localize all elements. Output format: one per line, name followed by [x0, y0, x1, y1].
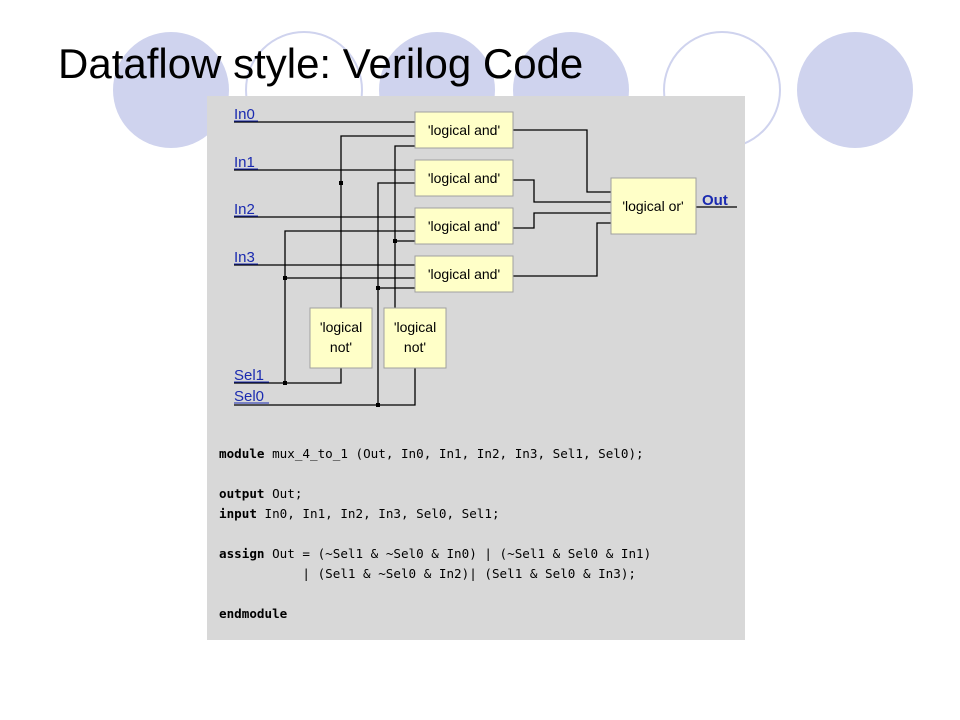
- mux-schematic: In0 In1 In2 In3 Sel1 Sel0 'logical and' …: [234, 106, 737, 407]
- wire-sel1: [234, 230, 415, 384]
- or-gate-label: 'logical or': [622, 198, 683, 214]
- code-line: endmodule: [219, 604, 651, 624]
- code-line: [219, 464, 651, 484]
- code-keyword: output: [219, 486, 265, 501]
- code-line: input In0, In1, In2, In3, Sel0, Sel1;: [219, 504, 651, 524]
- code-keyword: assign: [219, 546, 265, 561]
- code-text: In0, In1, In2, In3, Sel0, Sel1;: [256, 506, 500, 521]
- wire-sel0: [234, 182, 415, 406]
- wire-sel0-not: [378, 368, 416, 406]
- code-line: module mux_4_to_1 (Out, In0, In1, In2, I…: [219, 444, 651, 464]
- pin-in0: In0: [234, 106, 255, 123]
- code-keyword: input: [219, 506, 257, 521]
- code-text: Out = (~Sel1 & ~Sel0 & In0) | (~Sel1 & S…: [264, 546, 652, 561]
- not-gate-1: [383, 307, 447, 369]
- wire-and1-or: [513, 179, 611, 203]
- not-gate-1-line1: 'logical: [394, 319, 436, 335]
- and-gate-1: [414, 159, 514, 197]
- junction-dot: [283, 381, 287, 385]
- and-gate-3-label: 'logical and': [428, 266, 500, 282]
- code-keyword: module: [219, 446, 265, 461]
- pin-in2: In2: [234, 201, 255, 218]
- code-line: [219, 524, 651, 544]
- junction-dot: [393, 239, 397, 243]
- and-gate-1-label: 'logical and': [428, 170, 500, 186]
- code-text: mux_4_to_1 (Out, In0, In1, In2, In3, Sel…: [264, 446, 644, 461]
- and-gate-2: [414, 207, 514, 245]
- wires: [234, 121, 737, 406]
- or-gate-box: [610, 177, 697, 235]
- diagram-panel: In0 In1 In2 In3 Sel1 Sel0 'logical and' …: [207, 96, 745, 640]
- verilog-code: module mux_4_to_1 (Out, In0, In1, In2, I…: [219, 444, 651, 624]
- pin-in1: In1: [234, 154, 255, 171]
- decor-circle: [113, 32, 229, 148]
- and-gates: 'logical and' 'logical and' 'logical and…: [414, 111, 514, 293]
- code-line: output Out;: [219, 484, 651, 504]
- not-gate-0-line1: 'logical: [320, 319, 362, 335]
- pin-sel0: Sel0: [234, 388, 264, 405]
- junction-dot: [376, 286, 380, 290]
- not-gate-0: [309, 307, 373, 369]
- pin-out: Out: [702, 192, 728, 209]
- code-keyword: endmodule: [219, 606, 288, 621]
- junction-dot: [283, 276, 287, 280]
- or-gate: 'logical or' Out: [610, 177, 728, 235]
- junction-dots: [283, 181, 397, 407]
- code-line: | (Sel1 & ~Sel0 & In2)| (Sel1 & Sel0 & I…: [219, 564, 651, 584]
- and-gate-2-label: 'logical and': [428, 218, 500, 234]
- wire-and2-or: [513, 212, 611, 229]
- and-gate-0-label: 'logical and': [428, 122, 500, 138]
- wire-sel1-not: [285, 368, 342, 384]
- and-gate-3: [414, 255, 514, 293]
- code-text: Out;: [264, 486, 303, 501]
- code-line: assign Out = (~Sel1 & ~Sel0 & In0) | (~S…: [219, 544, 651, 564]
- not-gate-0-line2: not': [330, 339, 352, 355]
- wire-not1-out: [340, 135, 415, 308]
- wire-not0-out: [394, 240, 415, 308]
- not-gate-1-line2: not': [404, 339, 426, 355]
- junction-dot: [376, 403, 380, 407]
- decor-circle: [797, 32, 913, 148]
- wire-and0-or: [513, 129, 611, 193]
- input-pins: In0 In1 In2 In3 Sel1 Sel0: [234, 106, 269, 405]
- junction-dot: [339, 181, 343, 185]
- pin-sel1: Sel1: [234, 367, 264, 384]
- code-text: | (Sel1 & ~Sel0 & In2)| (Sel1 & Sel0 & I…: [219, 566, 637, 581]
- slide-title: Dataflow style: Verilog Code: [58, 40, 584, 87]
- and-gate-0: [414, 111, 514, 149]
- wire-not0-and0: [394, 145, 415, 241]
- wire-and3-or: [513, 222, 611, 277]
- not-gates: 'logical not' 'logical not': [309, 307, 447, 369]
- pin-in3: In3: [234, 249, 255, 266]
- code-line: [219, 584, 651, 604]
